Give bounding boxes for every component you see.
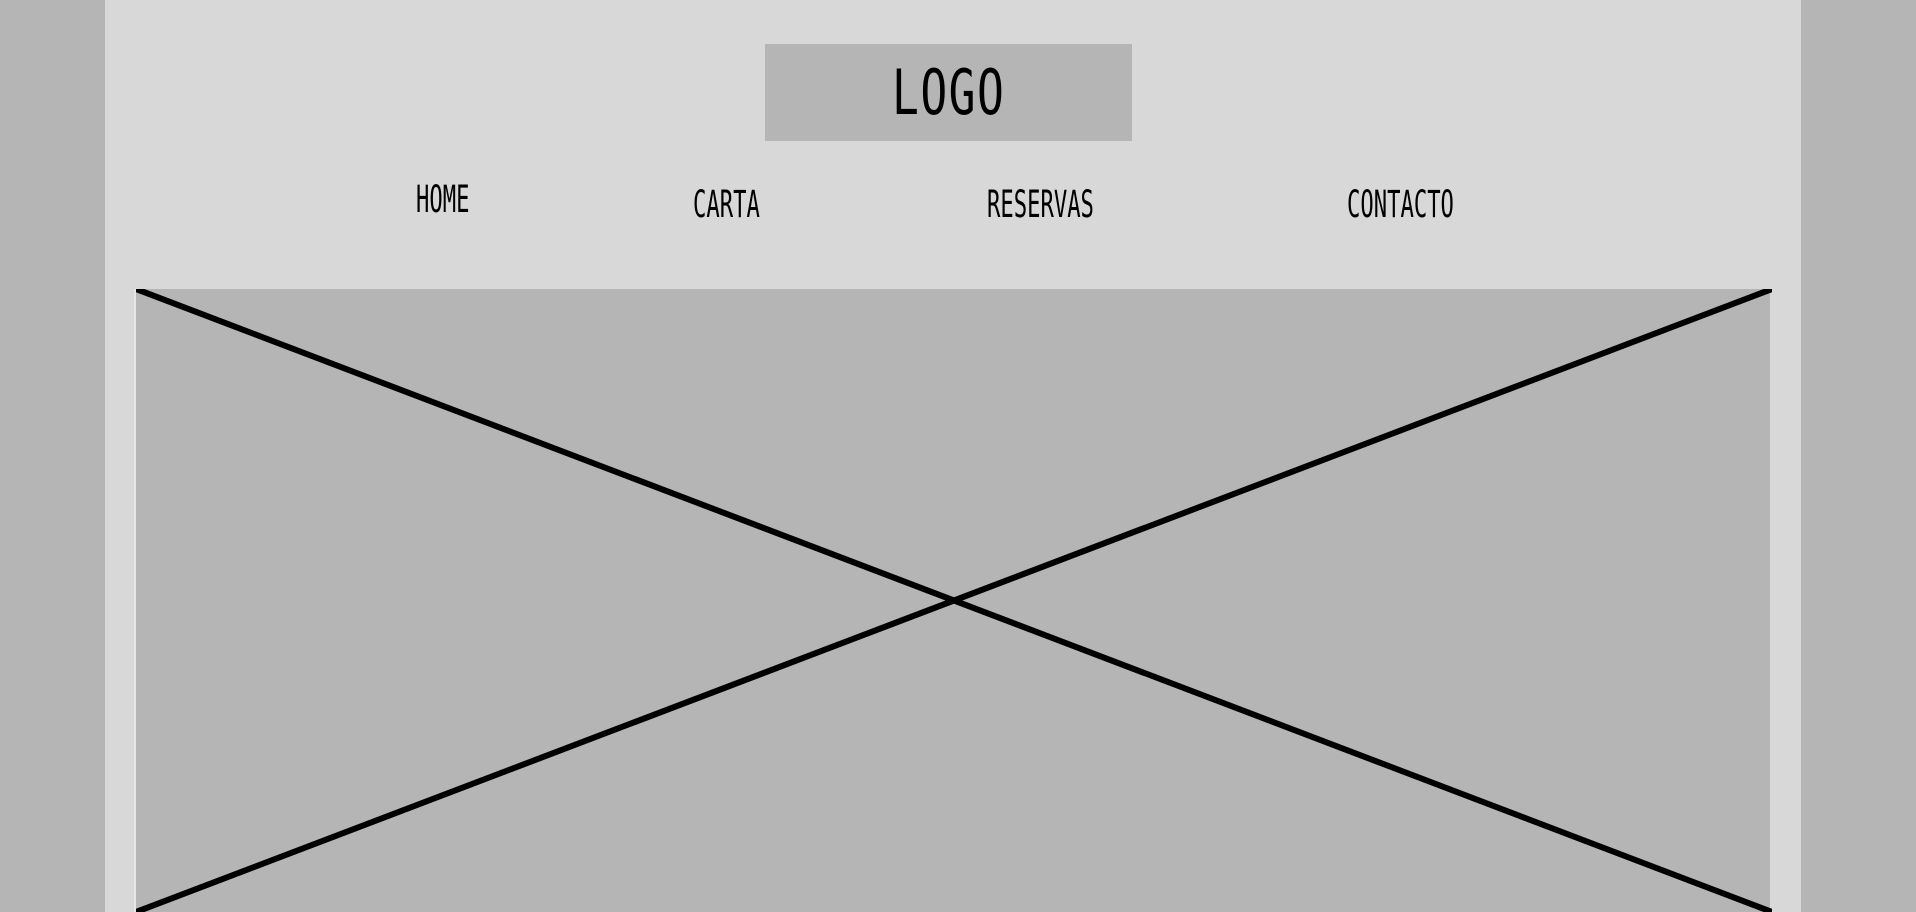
placeholder-cross-icon (136, 289, 1772, 912)
logo-text: LOGO (891, 55, 1006, 129)
nav-item-reservas[interactable]: RESERVAS (987, 183, 1094, 226)
nav-item-carta[interactable]: CARTA (693, 183, 760, 226)
logo[interactable]: LOGO (765, 44, 1132, 141)
nav-item-home[interactable]: HOME (416, 178, 470, 221)
nav-item-contacto[interactable]: CONTACTO (1347, 183, 1454, 226)
hero-image-placeholder (134, 289, 1772, 912)
